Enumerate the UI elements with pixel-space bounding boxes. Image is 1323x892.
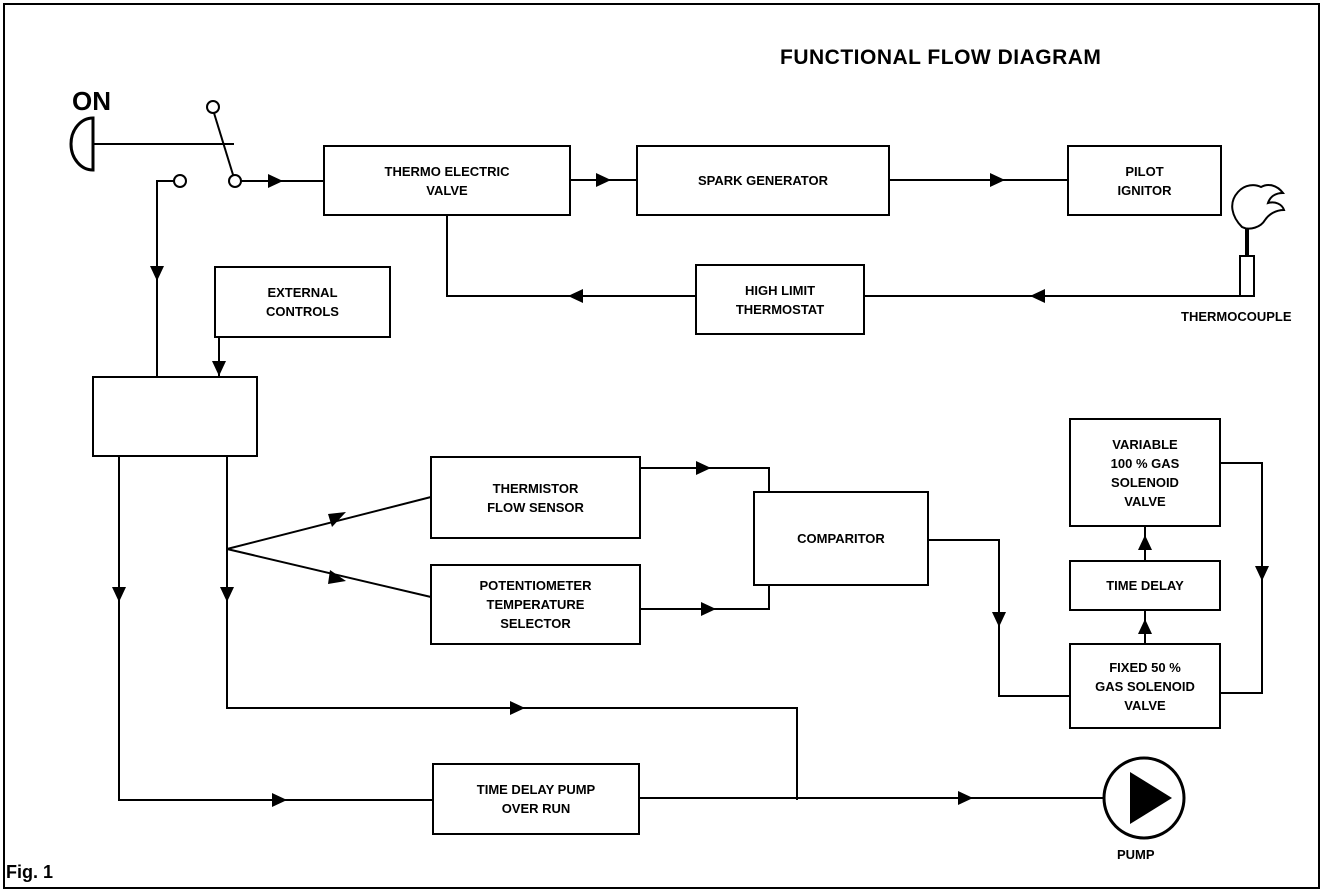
thermistor-flow-sensor-block: THERMISTOR FLOW SENSOR [430,456,641,539]
on-button-icon [69,116,95,172]
wire-limit-to-valve [446,214,695,297]
arrow-down-icon [220,587,234,602]
wire-split-to-potentiometer [226,548,432,598]
arrow-down-icon [1255,566,1269,581]
control-unit-block [92,376,258,457]
high-limit-thermostat-block: HIGH LIMIT THERMOSTAT [695,264,865,335]
time-delay-block: TIME DELAY [1069,560,1221,611]
arrow-down-icon [992,612,1006,627]
diagram-title: FUNCTIONAL FLOW DIAGRAM [780,46,1102,69]
fixed-gas-solenoid-valve-block: FIXED 50 % GAS SOLENOID VALVE [1069,643,1221,729]
arrow-right-icon [701,602,716,616]
switch-on-label: ON [72,86,111,116]
arrow-right-icon [272,793,287,807]
wire-thermistor-to-comparitor [640,467,770,492]
pilot-ignitor-block: PILOT IGNITOR [1067,145,1222,216]
figure-label: Fig. 1 [6,862,54,882]
thermo-electric-valve-block: THERMO ELECTRIC VALVE [323,145,571,216]
arrow-right-icon [696,461,711,475]
switch-contact-left [173,174,187,188]
arrow-down-icon [212,361,226,376]
switch-contact-top [206,100,220,114]
arrow-right-icon [328,512,346,527]
switch-lever [213,112,235,179]
arrow-down-icon [150,266,164,281]
thermocouple-label: THERMOCOUPLE [1181,309,1292,324]
switch-contact-main [228,174,242,188]
pump-label: PUMP [1117,847,1155,862]
wire-switch-to-control [156,180,174,376]
thermocouple-body [1239,255,1255,297]
arrow-right-icon [990,173,1005,187]
wire-potentiometer-to-comparitor [640,585,770,610]
wire-split-to-thermistor [226,496,432,550]
arrow-up-icon [1138,619,1152,634]
external-controls-block: EXTERNAL CONTROLS [214,266,391,338]
time-delay-pump-over-run-block: TIME DELAY PUMP OVER RUN [432,763,640,835]
variable-gas-solenoid-valve-block: VARIABLE 100 % GAS SOLENOID VALVE [1069,418,1221,527]
pump-arrow-icon [1130,772,1172,824]
wire-variable-to-fixed-feedback [1220,462,1263,694]
arrow-down-icon [112,587,126,602]
arrow-up-icon [1138,535,1152,550]
arrow-left-icon [1030,289,1045,303]
arrow-right-icon [328,570,346,584]
potentiometer-temperature-selector-block: POTENTIOMETER TEMPERATURE SELECTOR [430,564,641,645]
flame-icon [1231,184,1286,230]
comparitor-block: COMPARITOR [753,491,929,586]
arrow-right-icon [596,173,611,187]
diagram-border [3,3,1320,889]
arrow-right-icon [510,701,525,715]
wire-control-to-pump-delay [118,456,433,801]
arrow-right-icon [268,174,283,188]
spark-generator-block: SPARK GENERATOR [636,145,890,216]
arrow-left-icon [568,289,583,303]
arrow-right-icon [958,791,973,805]
